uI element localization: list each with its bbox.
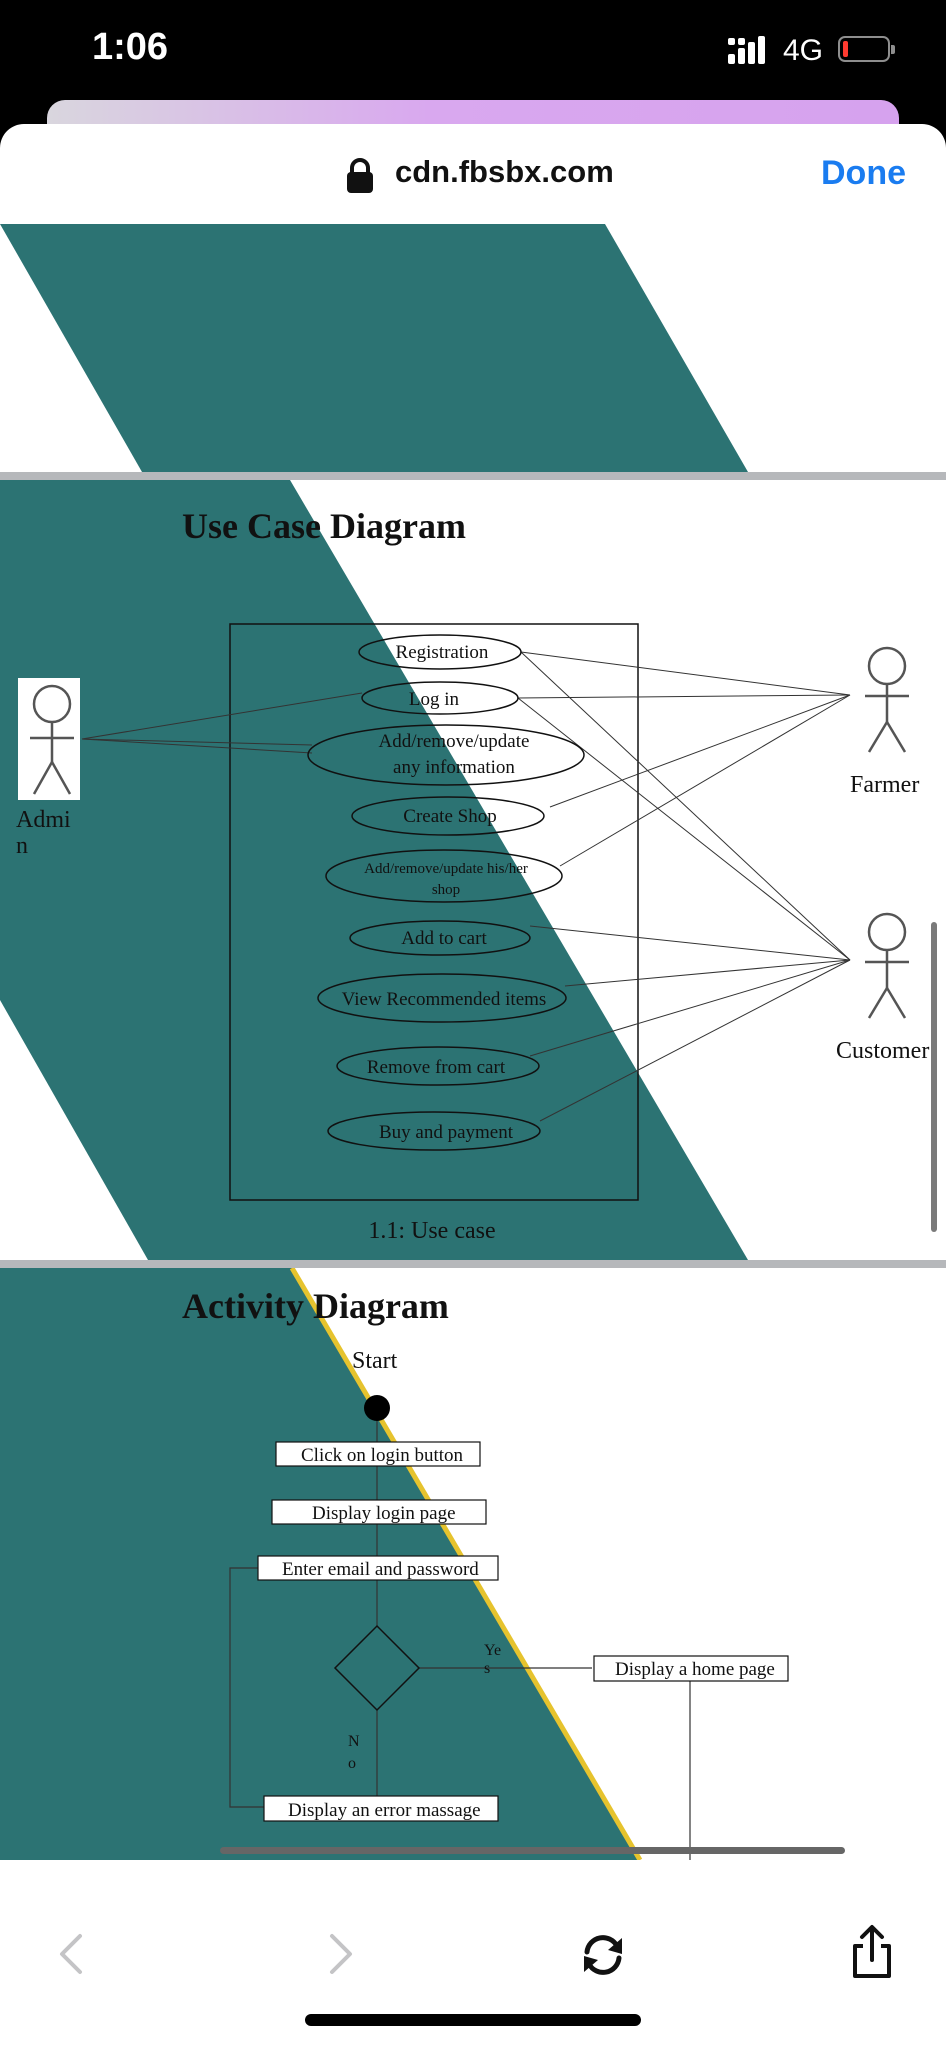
activity-title: Activity Diagram — [182, 1286, 449, 1326]
status-time: 1:06 — [92, 26, 169, 68]
step-box-credentials — [257, 1555, 499, 1581]
step-box-home-page — [593, 1655, 789, 1682]
page-separator — [0, 472, 946, 480]
share-icon[interactable] — [850, 1924, 894, 1980]
use-case-add-to-cart: Add to cart — [401, 928, 487, 949]
decision-diamond — [333, 1624, 421, 1712]
step-display-login: Display login page — [312, 1503, 456, 1524]
document-viewer[interactable]: Use Case Diagram Admi n — [0, 224, 946, 1860]
farmer-label: Farmer — [850, 772, 919, 798]
use-case-admin-update-line2: any information — [393, 757, 515, 778]
no-label-line1: N — [348, 1733, 360, 1750]
lock-icon — [347, 158, 373, 193]
done-button[interactable]: Done — [821, 154, 906, 192]
url-bar: cdn.fbsbx.com Done — [0, 124, 946, 224]
signal-icon — [728, 36, 765, 64]
slide-background — [0, 224, 748, 472]
flow-lines — [229, 1421, 691, 1860]
yes-label-line1: Ye — [484, 1642, 501, 1659]
no-label-line2: o — [348, 1755, 356, 1772]
use-case-diagram: Use Case Diagram Admi n — [0, 480, 929, 1260]
slide-use-case: Use Case Diagram Admi n — [0, 480, 946, 1260]
reload-icon[interactable] — [578, 1930, 628, 1980]
step-box-login-page — [271, 1499, 487, 1525]
status-bar: 1:06 4G — [0, 0, 946, 100]
use-case-buy-and-payment: Buy and payment — [379, 1122, 514, 1143]
yes-label-line2: s — [484, 1660, 490, 1677]
slide-activity: Activity Diagram Start — [0, 1268, 946, 1860]
back-icon[interactable] — [56, 1932, 86, 1976]
customer-label: Customer — [836, 1038, 929, 1064]
use-case-admin-update-line1: Add/remove/update — [379, 731, 530, 752]
admin-label-line1: Admi — [16, 807, 71, 833]
step-display-home: Display a home page — [615, 1659, 775, 1680]
forward-icon[interactable] — [326, 1932, 356, 1976]
url-text[interactable]: cdn.fbsbx.com — [395, 154, 614, 189]
activity-diagram: Activity Diagram Start — [0, 1268, 789, 1860]
customer-actor-icon — [865, 912, 909, 1019]
use-case-remove-from-cart: Remove from cart — [367, 1057, 506, 1078]
step-box-error — [263, 1795, 499, 1822]
start-node — [364, 1395, 390, 1421]
network-type: 4G — [783, 34, 824, 67]
use-case-create-shop: Create Shop — [403, 806, 496, 827]
battery-icon — [838, 36, 895, 62]
horizontal-scrollbar[interactable] — [220, 1847, 845, 1854]
activity-start-label: Start — [352, 1348, 398, 1374]
use-case-title: Use Case Diagram — [182, 506, 466, 546]
step-click-login: Click on login button — [301, 1445, 464, 1466]
step-enter-credentials: Enter email and password — [282, 1559, 479, 1580]
use-case-caption: 1.1: Use case — [368, 1218, 495, 1244]
admin-label-line2: n — [16, 833, 28, 859]
admin-actor-icon — [30, 684, 74, 795]
step-display-error: Display an error massage — [288, 1800, 481, 1821]
use-case-registration: Registration — [396, 642, 489, 663]
farmer-actor-icon — [865, 646, 909, 753]
use-case-shop-update-line2: shop — [432, 882, 460, 898]
browser-sheet: cdn.fbsbx.com Done Use Case Diagram — [0, 124, 946, 2048]
association-lines — [81, 651, 851, 1122]
use-case-view-recommended: View Recommended items — [342, 989, 547, 1010]
home-indicator[interactable] — [305, 2014, 641, 2026]
slide-blank — [0, 224, 946, 472]
use-case-login: Log in — [409, 689, 460, 710]
use-case-shop-update-line1: Add/remove/update his/her — [364, 861, 528, 877]
step-box-login-button — [275, 1441, 481, 1467]
page-separator — [0, 1260, 946, 1268]
use-case-ellipses — [307, 634, 585, 1151]
system-boundary — [229, 623, 639, 1201]
vertical-scrollbar[interactable] — [931, 922, 937, 1232]
